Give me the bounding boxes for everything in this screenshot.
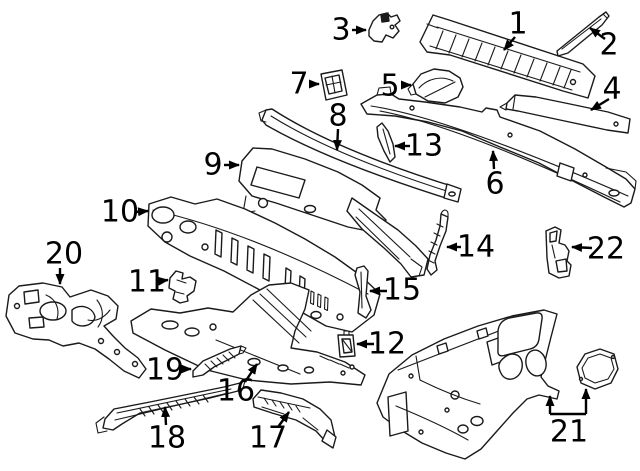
callout-label-10: 10 xyxy=(101,195,139,230)
callout-label-17: 17 xyxy=(249,421,287,456)
part-18-drawing xyxy=(95,380,246,434)
part-13-drawing xyxy=(376,122,396,163)
callout-label-7: 7 xyxy=(289,67,308,102)
callout-arrow xyxy=(489,150,499,170)
part-22-drawing xyxy=(545,226,572,279)
callout-15: 15 xyxy=(369,273,421,308)
part-4-drawing xyxy=(499,94,631,134)
callout-label-6: 6 xyxy=(485,167,504,202)
callout-8: 8 xyxy=(328,99,348,151)
callout-arrow xyxy=(134,207,149,217)
callout-1: 1 xyxy=(503,7,528,51)
callout-arrow xyxy=(503,36,516,51)
callout-label-5: 5 xyxy=(380,69,399,104)
callout-arrow xyxy=(332,128,342,151)
callout-arrow xyxy=(571,243,593,252)
callout-label-11: 11 xyxy=(128,265,166,300)
callout-label-1: 1 xyxy=(508,7,527,42)
callout-arrow xyxy=(244,363,258,383)
part-14-drawing xyxy=(426,209,449,276)
part-21-dash-panel-drawing xyxy=(376,309,560,460)
callout-label-20: 20 xyxy=(45,237,83,272)
callout-22: 22 xyxy=(571,232,625,267)
part-12-drawing xyxy=(337,330,356,358)
callout-label-3: 3 xyxy=(331,13,350,48)
callout-label-21: 21 xyxy=(550,415,588,450)
callout-6: 6 xyxy=(485,150,505,202)
callout-arrow xyxy=(590,97,610,112)
part-11-drawing xyxy=(168,270,197,304)
callout-2: 2 xyxy=(589,27,619,63)
part-8-drawing xyxy=(258,108,462,203)
part-9-drawing xyxy=(238,147,429,278)
callout-17: 17 xyxy=(249,411,290,456)
callout-9: 9 xyxy=(203,148,240,183)
part-19-drawing xyxy=(192,345,247,378)
callout-label-13: 13 xyxy=(405,129,443,164)
callout-18: 18 xyxy=(148,406,186,456)
callout-label-19: 19 xyxy=(146,353,184,388)
callout-label-8: 8 xyxy=(328,99,347,134)
callout-label-12: 12 xyxy=(368,327,406,362)
callout-label-18: 18 xyxy=(148,421,186,456)
part-5-drawing xyxy=(407,68,464,104)
callout-3: 3 xyxy=(331,13,367,48)
parts-linework xyxy=(5,11,637,460)
callout-4: 4 xyxy=(590,72,622,112)
callout-label-14: 14 xyxy=(457,230,495,265)
callout-10: 10 xyxy=(101,195,149,230)
part-1-drawing xyxy=(419,14,596,99)
callout-arrow xyxy=(157,276,169,286)
callout-19: 19 xyxy=(146,353,192,388)
callout-20: 20 xyxy=(45,237,83,285)
part-2-drawing xyxy=(556,11,610,57)
callout-arrow xyxy=(161,406,171,426)
callout-13: 13 xyxy=(394,129,443,164)
callout-5: 5 xyxy=(380,69,412,104)
callout-21: 21 xyxy=(545,388,591,450)
callout-label-9: 9 xyxy=(203,148,222,183)
callout-label-22: 22 xyxy=(587,232,625,267)
part-3-drawing xyxy=(368,12,401,43)
part-7-drawing xyxy=(320,69,348,101)
callout-arrow xyxy=(277,411,290,428)
part-20-drawing xyxy=(5,282,147,379)
callout-7: 7 xyxy=(289,67,320,102)
callout-16: 16 xyxy=(217,363,258,409)
part-6-drawing xyxy=(360,86,637,208)
callout-12: 12 xyxy=(356,327,406,362)
callout-11: 11 xyxy=(128,265,169,300)
callout-label-15: 15 xyxy=(383,273,421,308)
part-15-drawing xyxy=(354,265,372,319)
callout-14: 14 xyxy=(446,230,495,265)
callout-label-2: 2 xyxy=(599,28,618,63)
part-10-drawing xyxy=(147,196,381,333)
part-21-insulator-drawing xyxy=(576,348,619,390)
callout-label-16: 16 xyxy=(217,374,255,409)
callout-label-4: 4 xyxy=(602,72,621,107)
callout-arrow xyxy=(589,27,606,40)
